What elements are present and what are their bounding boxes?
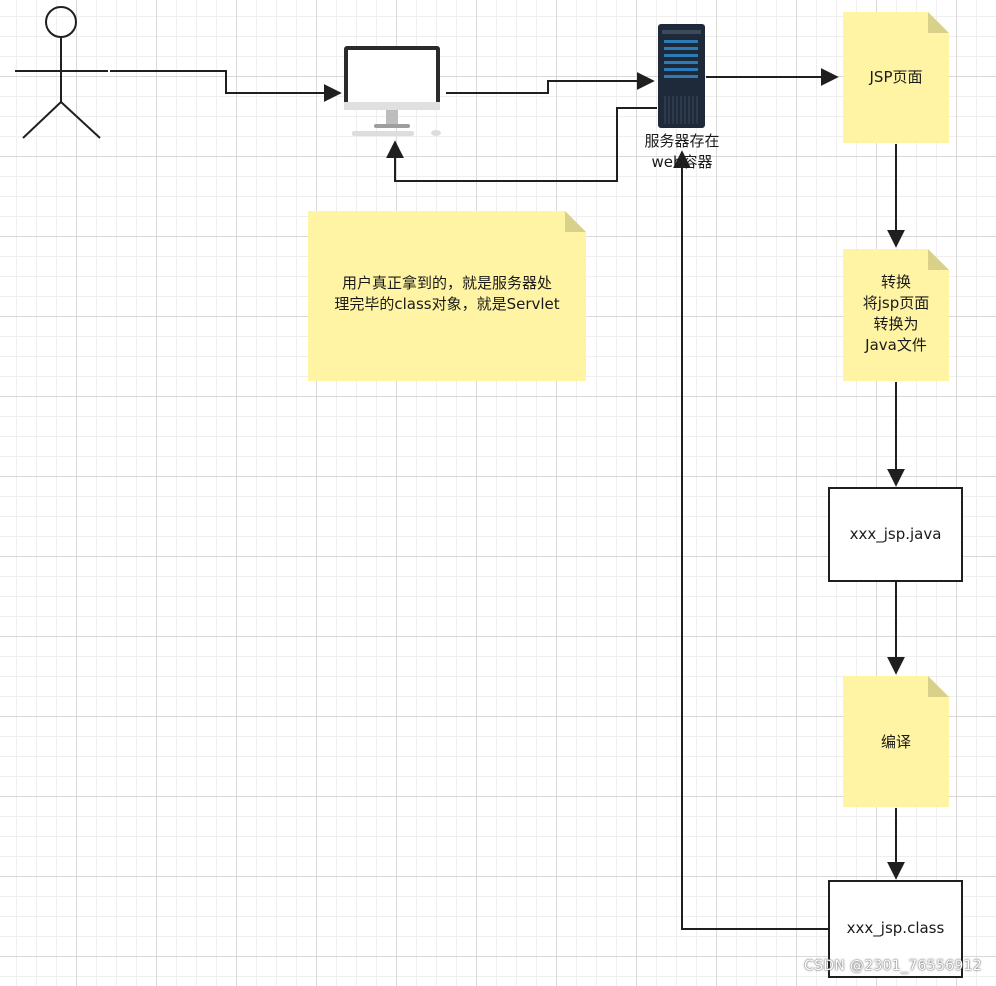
box-class-text: xxx_jsp.class (846, 919, 945, 937)
note-convert (843, 249, 949, 381)
note-convert-text: 转换 将jsp页面 转换为 Java文件 (843, 272, 949, 356)
server-label-line1: 服务器存在 (644, 132, 720, 150)
server-icon (658, 24, 705, 128)
server-label-line2: web容器 (651, 153, 713, 171)
arrow-server-to-computer (386, 107, 657, 182)
computer-monitor-icon (344, 46, 441, 136)
note-user-line1: 用户真正拿到的，就是服务器处 (341, 274, 552, 292)
note-convert-line4: Java文件 (865, 336, 927, 354)
note-compile-text: 编译 (880, 733, 911, 751)
box-java-file (828, 487, 963, 582)
watermark: CSDN @2301_76556912 (804, 958, 982, 974)
box-class-file (828, 880, 963, 978)
arrow-class-to-server (673, 150, 828, 930)
note-user-line2: 理完毕的class对象，就是Servlet (334, 295, 560, 313)
arrow-user-to-computer (110, 70, 342, 102)
note-compile (843, 676, 949, 807)
note-user-explanation (308, 211, 586, 381)
server-label: 服务器存在 web容器 (628, 131, 736, 173)
box-java-text: xxx_jsp.java (849, 525, 942, 543)
user-actor-icon (15, 6, 108, 139)
note-convert-line3: 转换为 (873, 315, 919, 333)
note-jsp-text: JSP页面 (869, 68, 923, 86)
note-convert-line1: 转换 (880, 273, 911, 291)
note-user-text: 用户真正拿到的，就是服务器处 理完毕的class对象，就是Servlet (308, 273, 586, 315)
note-jsp-page (843, 12, 949, 143)
arrow-computer-to-server (446, 72, 655, 94)
note-convert-line2: 将jsp页面 (862, 294, 930, 312)
